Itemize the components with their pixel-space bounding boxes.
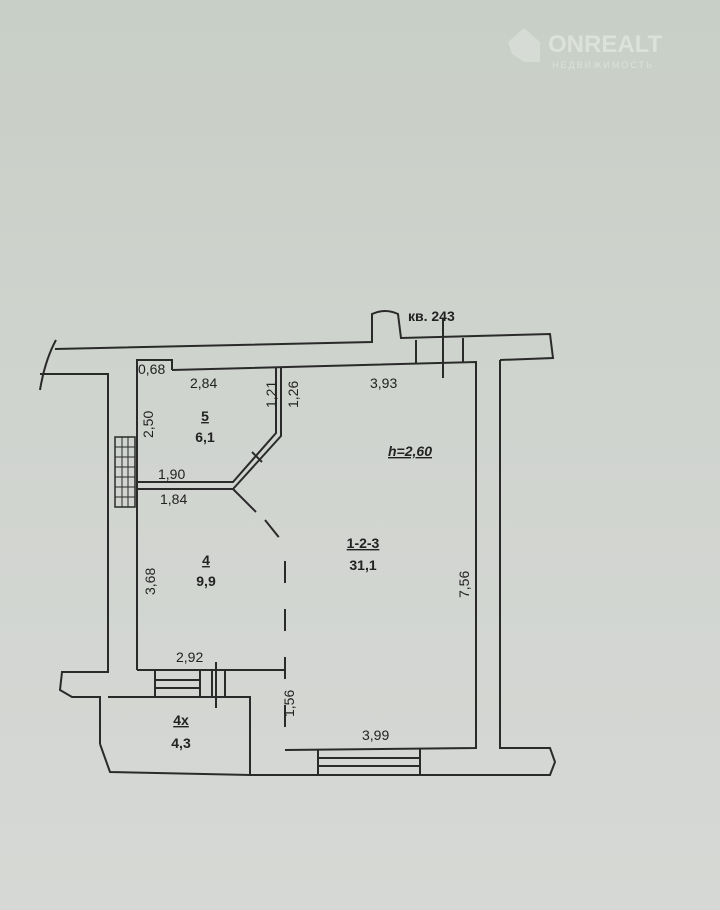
- watermark-tagline: НЕДВИЖИМОСТЬ: [552, 60, 654, 70]
- dim-3-68: 3,68: [142, 568, 158, 595]
- room-4x-area: 4,3: [171, 735, 191, 751]
- room-123-area: 31,1: [349, 557, 376, 573]
- dim-1-90: 1,90: [158, 466, 185, 482]
- room-4-number: 4: [202, 552, 210, 568]
- dim-2-50: 2,50: [140, 411, 156, 438]
- watermark: ONREALT НЕДВИЖИМОСТЬ: [508, 28, 663, 70]
- dim-7-56: 7,56: [456, 571, 472, 598]
- room-123-number: 1-2-3: [347, 535, 380, 551]
- dim-1-84: 1,84: [160, 491, 187, 507]
- dim-1-56: 1,56: [281, 690, 297, 717]
- dim-2-84: 2,84: [190, 375, 217, 391]
- room-5-number: 5: [201, 408, 209, 424]
- radiator-icon: [114, 436, 136, 508]
- walls: [39, 310, 557, 777]
- room-4-area: 9,9: [196, 573, 216, 589]
- dim-1-21: 1,21: [263, 381, 279, 408]
- room-5-area: 6,1: [195, 429, 215, 445]
- ceiling-height: h=2,60: [388, 443, 432, 459]
- house-logo-icon: [508, 28, 540, 62]
- apartment-label: кв. 243: [408, 308, 455, 324]
- dim-1-26: 1,26: [285, 381, 301, 408]
- room-4x-number: 4х: [173, 712, 189, 728]
- dim-2-92: 2,92: [176, 649, 203, 665]
- dim-3-99: 3,99: [362, 727, 389, 743]
- watermark-brand: ONREALT: [548, 31, 663, 58]
- dim-0-68: 0,68: [138, 361, 165, 377]
- dim-3-93: 3,93: [370, 375, 397, 391]
